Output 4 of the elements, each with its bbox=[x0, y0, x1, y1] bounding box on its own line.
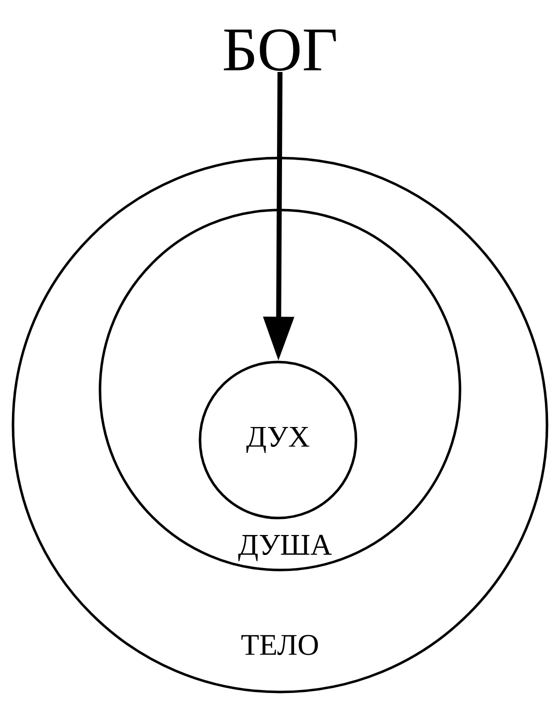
circle-label: ДУША bbox=[238, 534, 332, 562]
circle-label: ТЕЛО bbox=[241, 634, 318, 656]
circle-label: ДУХ bbox=[246, 426, 310, 454]
title-text: БОГ bbox=[224, 29, 336, 71]
